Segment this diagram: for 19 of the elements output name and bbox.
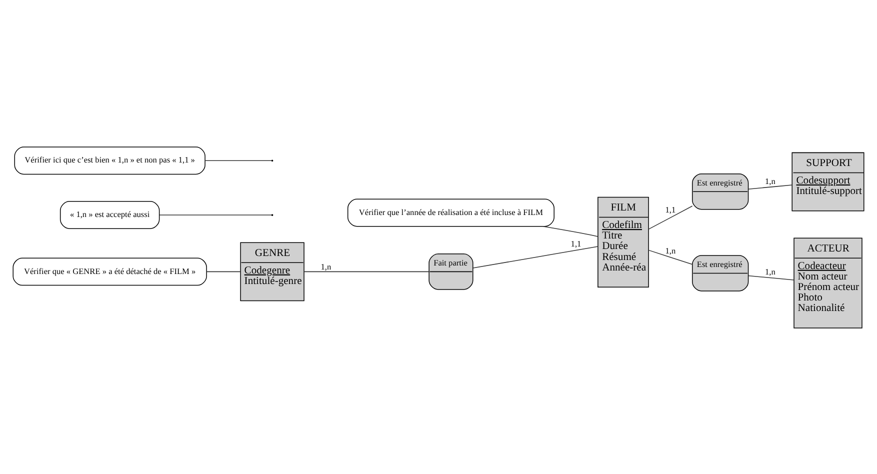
connector bbox=[472, 246, 598, 268]
connector bbox=[206, 270, 241, 272]
connector bbox=[304, 270, 430, 272]
connector bbox=[648, 249, 693, 264]
edge-label: 1,n bbox=[765, 267, 776, 276]
connector bbox=[542, 226, 598, 236]
node-box: Vérifier que « GENRE » a été détaché de « FILM » bbox=[12, 257, 207, 286]
connector bbox=[748, 274, 794, 280]
edge-label: 1,n bbox=[665, 246, 676, 255]
connector bbox=[159, 214, 272, 215]
node-box: Vérifier que l’année de réalisation a été incluse à FILM bbox=[347, 198, 554, 226]
edge-label: 1,n bbox=[765, 176, 776, 186]
node-box: Vérifier ici que c’est bien « 1,n » et non pas « 1,1 » bbox=[14, 146, 206, 174]
edge-label: 1,n bbox=[320, 262, 332, 271]
connector bbox=[748, 184, 792, 189]
edge-label: 1,1 bbox=[665, 205, 676, 214]
node-box: « 1,n » est accepté aussi bbox=[60, 200, 160, 228]
edge-label: 1,1 bbox=[570, 239, 582, 248]
connector bbox=[648, 205, 693, 230]
